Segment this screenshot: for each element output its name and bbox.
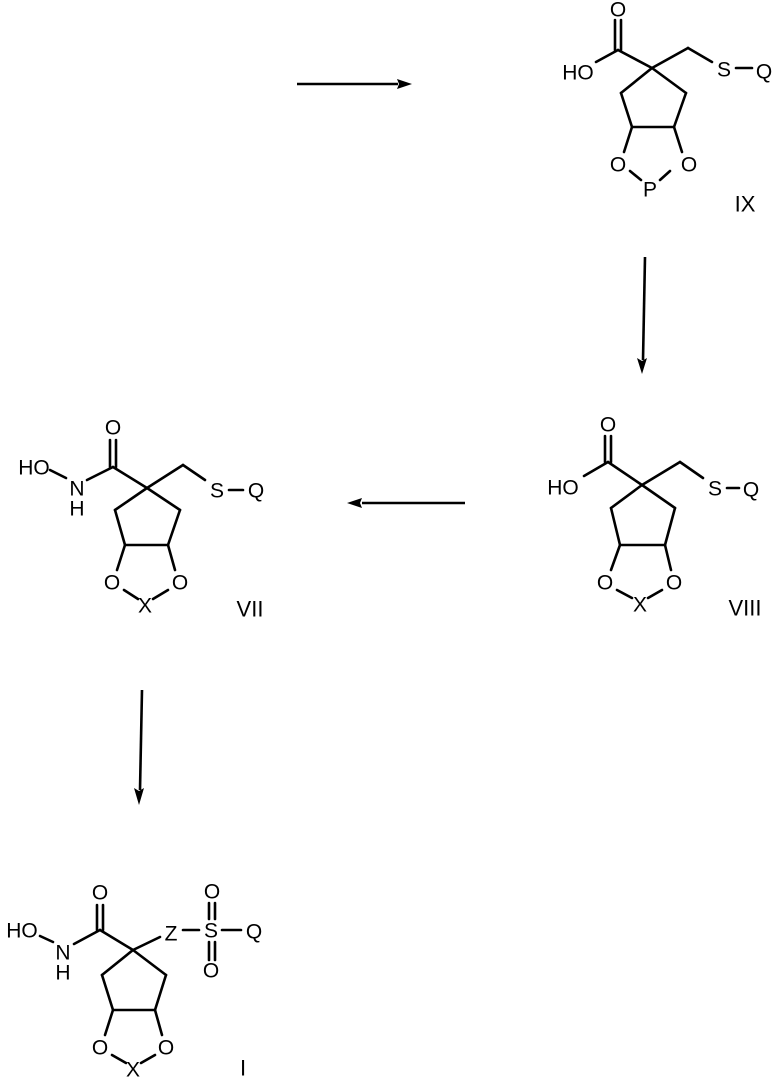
- atom-carbonyl-oxygen: O: [92, 882, 108, 905]
- atom-z: Z: [165, 923, 178, 946]
- atom-nitrogen-hydrogen: H: [69, 498, 84, 521]
- atom-hydroxyl: HO: [547, 477, 579, 500]
- compound-ix: O HO S Q O O P IX: [562, 0, 772, 217]
- atom-hydroxyl: HO: [18, 457, 50, 480]
- atom-carbonyl-oxygen: O: [600, 414, 616, 437]
- compound-label-vii: VII: [237, 597, 264, 622]
- atom-q: Q: [246, 921, 262, 944]
- atom-hydroxyl: HO: [562, 62, 594, 85]
- atom-bridge-x: X: [126, 1059, 140, 1081]
- reaction-arrow-right-1: [297, 79, 412, 89]
- atom-sulfur: S: [708, 478, 722, 501]
- atom-q: Q: [248, 480, 264, 503]
- atom-ring-oxygen-2: O: [666, 572, 682, 595]
- atom-sulfonyl-oxygen-top: O: [204, 881, 220, 904]
- atom-ring-oxygen-2: O: [681, 154, 697, 177]
- compound-label-i: I: [240, 1056, 246, 1081]
- atom-sulfur: S: [717, 59, 731, 82]
- compound-i: O HO N H Z S O O Q O O X I: [6, 881, 262, 1081]
- atom-bridge-p: P: [643, 179, 657, 202]
- compound-viii: O HO S Q O O X VIII: [547, 414, 761, 621]
- atom-bridge-x: X: [138, 595, 152, 618]
- atom-ring-oxygen-1: O: [92, 1037, 108, 1060]
- atom-ring-oxygen-1: O: [610, 154, 626, 177]
- atom-sulfonyl-oxygen-bottom: O: [203, 960, 219, 983]
- atom-hydroxyl: HO: [6, 920, 38, 943]
- compound-label-ix: IX: [735, 192, 756, 217]
- reaction-arrow-down-1: [637, 257, 647, 374]
- compound-vii: O HO N H S Q O O X VII: [18, 417, 264, 622]
- atom-q: Q: [756, 61, 772, 84]
- compound-label-viii: VIII: [728, 596, 761, 621]
- atom-sulfur: S: [210, 480, 224, 503]
- reaction-arrow-down-2: [134, 690, 144, 805]
- atom-ring-oxygen-2: O: [158, 1037, 174, 1060]
- atom-carbonyl-oxygen: O: [105, 417, 121, 440]
- atom-nitrogen-hydrogen: H: [55, 962, 70, 985]
- atom-carbonyl-oxygen: O: [610, 0, 626, 22]
- atom-ring-oxygen-2: O: [172, 572, 188, 595]
- atom-sulfur: S: [204, 920, 218, 943]
- atom-ring-oxygen-1: O: [597, 572, 613, 595]
- atom-q: Q: [743, 479, 759, 502]
- reaction-arrow-left-1: [347, 498, 465, 508]
- atom-ring-oxygen-1: O: [104, 572, 120, 595]
- atom-bridge-x: X: [633, 594, 647, 617]
